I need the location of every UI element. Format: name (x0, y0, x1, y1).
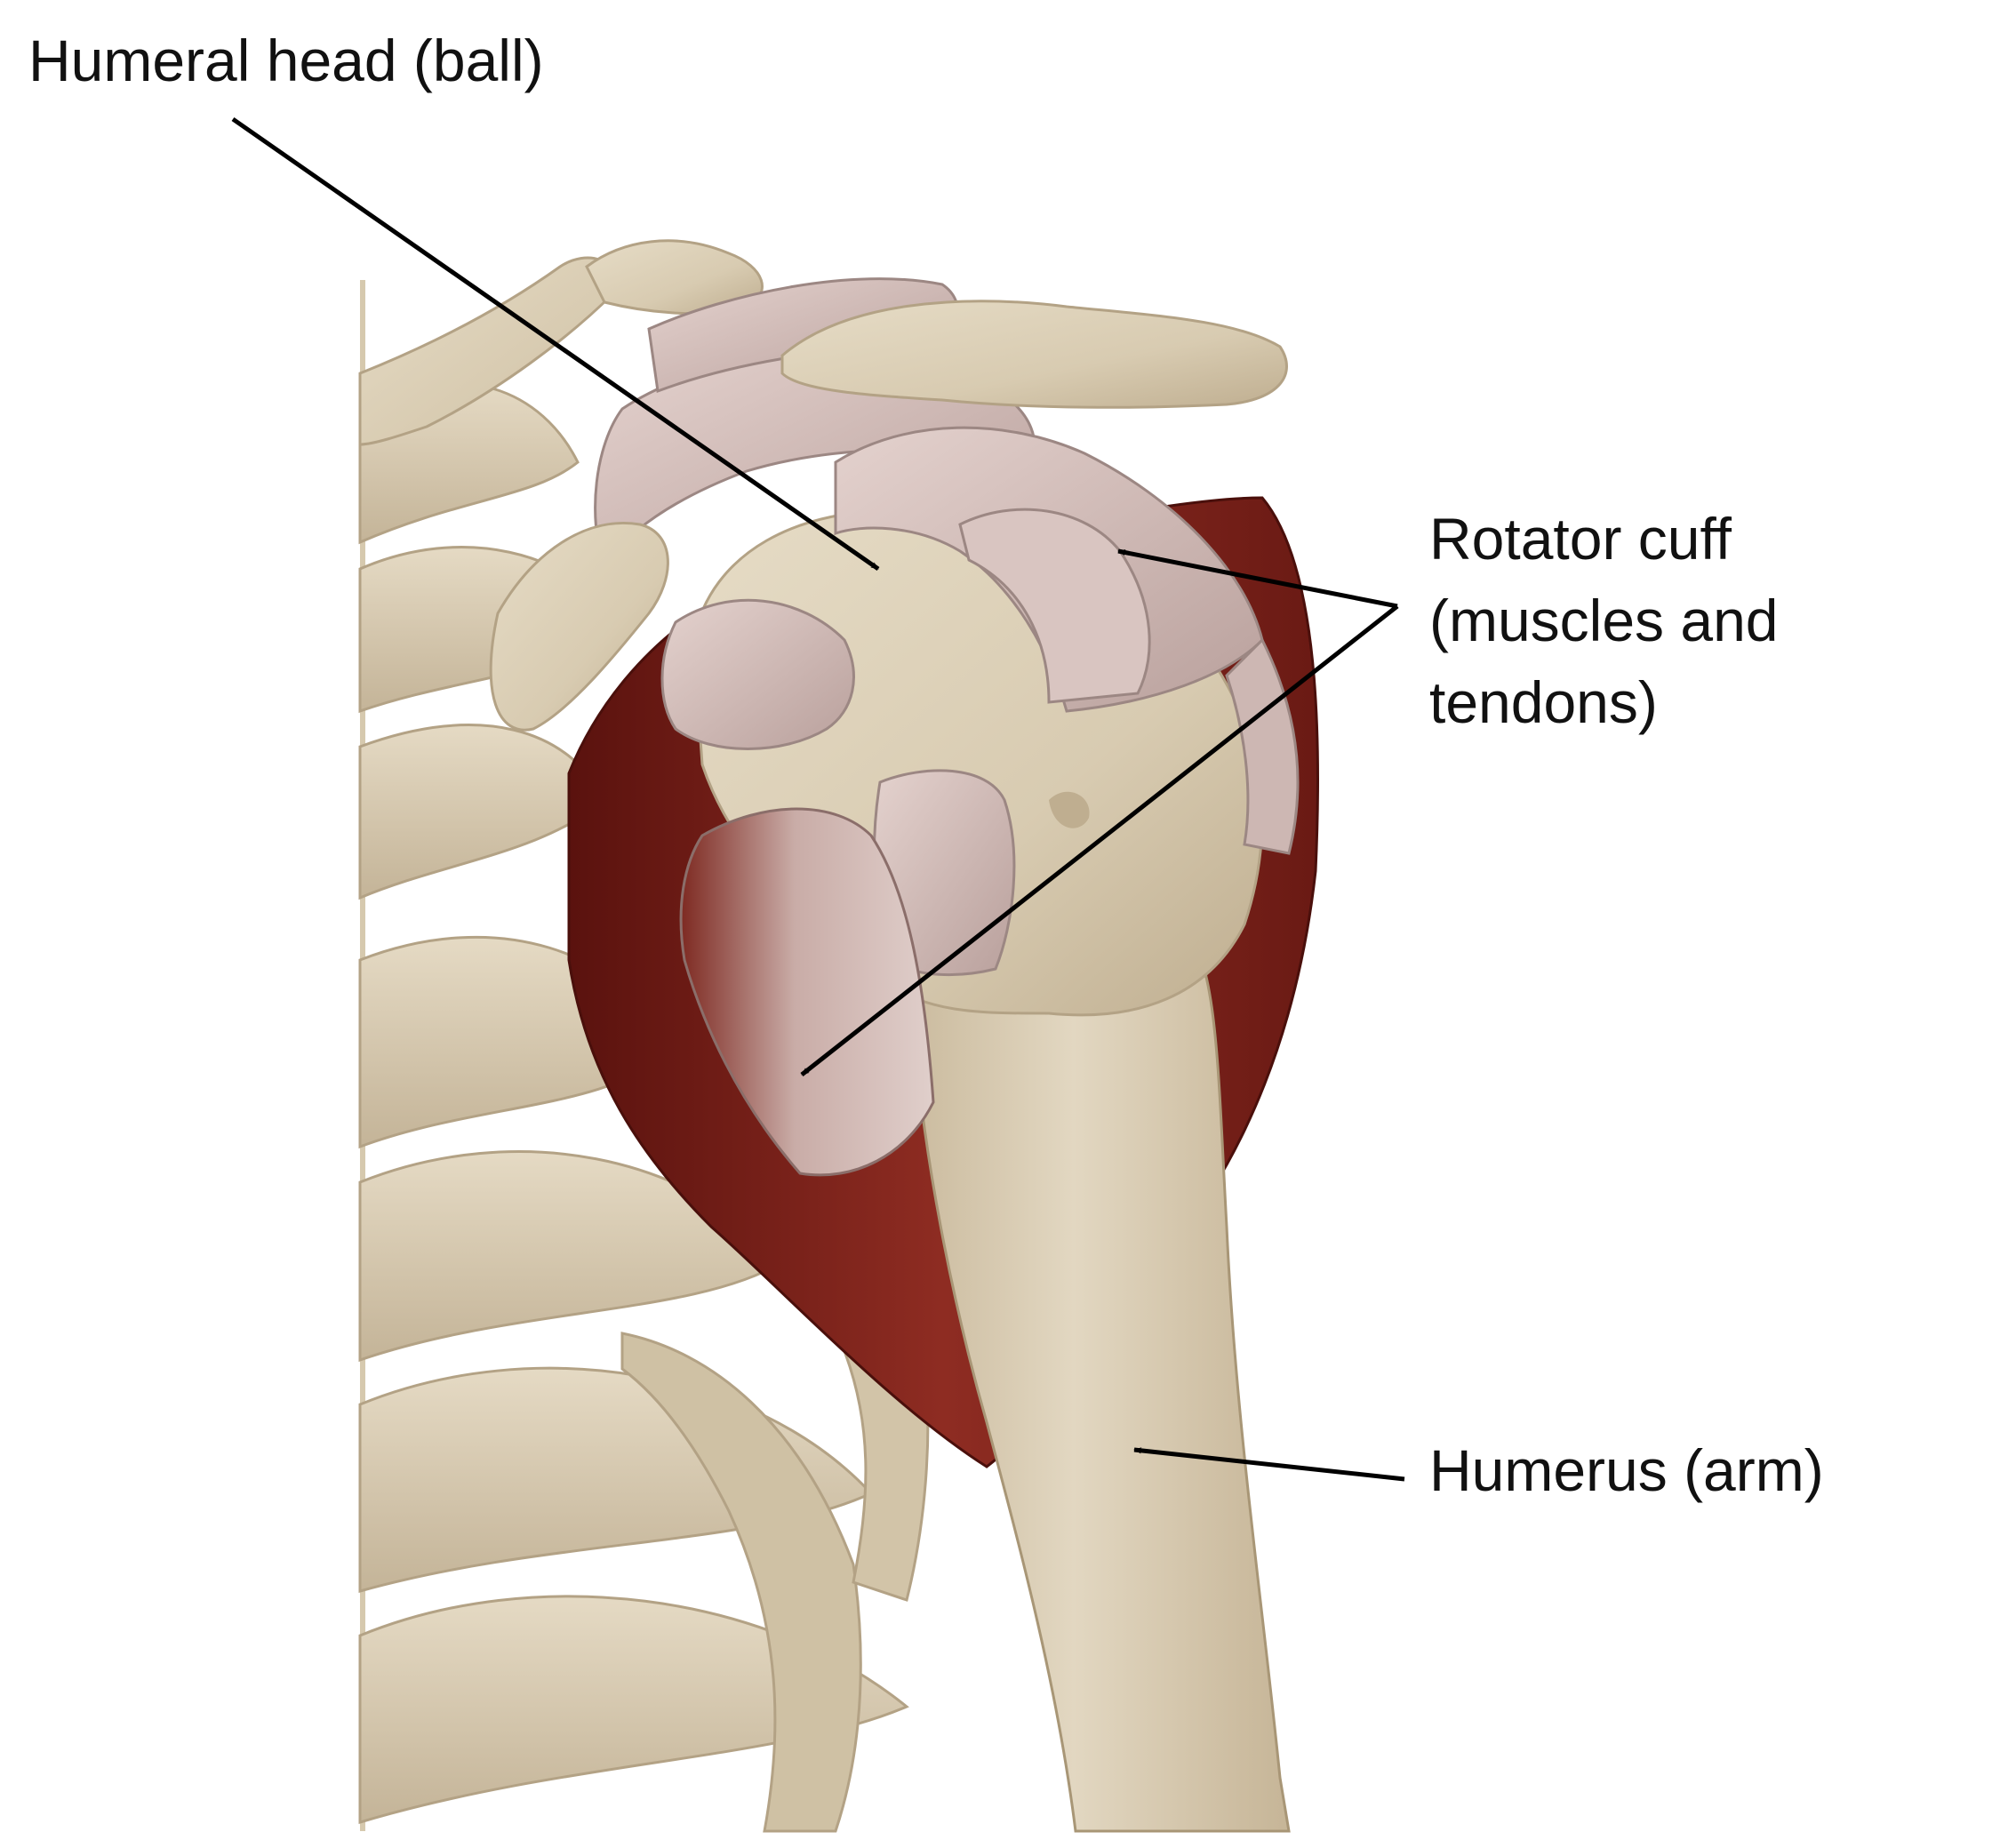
coracoid-process (489, 522, 669, 732)
label-rotator-cuff-line-1: Rotator cuff (1429, 506, 1732, 572)
label-humeral-head: Humeral head (ball) (28, 28, 544, 93)
label-rotator-cuff-line-3: tendons) (1429, 669, 1658, 735)
arrow-rotator-cuff-lower (800, 604, 1399, 1076)
label-rotator-cuff: Rotator cuff (muscles and tendons) (1429, 498, 1779, 743)
arrow-rotator-cuff-upper (1117, 548, 1398, 609)
rotator-cuff-tendons (660, 426, 1300, 1177)
arrow-humeral-head (231, 116, 880, 572)
arrow-humerus (1133, 1447, 1405, 1482)
label-humerus: Humerus (arm) (1429, 1437, 1824, 1503)
label-rotator-cuff-line-2: (muscles and (1429, 588, 1779, 653)
clavicle (358, 239, 764, 446)
acromion (780, 300, 1288, 409)
leader-arrows (231, 116, 1405, 1482)
